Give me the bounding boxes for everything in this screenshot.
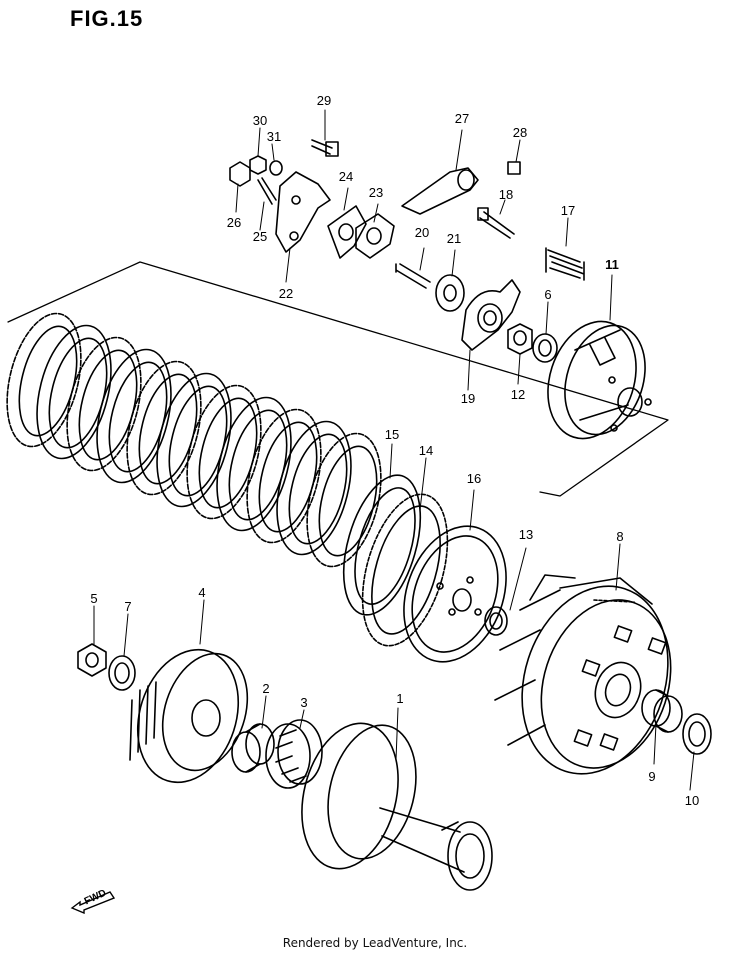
plate-pack-frame	[8, 262, 668, 496]
washer-6	[533, 334, 557, 362]
callout-30: 30	[252, 113, 268, 128]
pressure-plate-16	[386, 512, 524, 676]
callout-28: 28	[512, 125, 528, 140]
clutch-housing-8	[495, 567, 692, 793]
gasket-24	[328, 206, 366, 258]
screw-28	[508, 162, 520, 174]
leader-lines	[94, 110, 694, 790]
callout-21: 21	[446, 231, 462, 246]
washer-7	[109, 656, 135, 690]
callout-3: 3	[300, 695, 308, 710]
driven-plate-15	[329, 466, 434, 623]
callout-17: 17	[560, 203, 576, 218]
steel-plate	[265, 414, 364, 562]
bolt-18	[478, 208, 514, 238]
callout-11: 11	[605, 257, 619, 272]
callout-1: 1	[396, 691, 404, 706]
callout-15: 15	[384, 427, 400, 442]
fwd-arrow-icon	[70, 888, 116, 914]
lifter-plate-19	[462, 280, 520, 350]
callout-24: 24	[338, 169, 354, 184]
thrust-washer-10	[683, 714, 711, 754]
callout-8: 8	[616, 529, 624, 544]
callout-16: 16	[466, 471, 482, 486]
callout-18: 18	[498, 187, 514, 202]
release-rod-20	[396, 264, 430, 288]
figure-title: FIG.15	[70, 6, 144, 31]
render-credit: Rendered by LeadVenture, Inc.	[282, 936, 468, 950]
callout-5: 5	[90, 591, 98, 606]
callout-14: 14	[418, 443, 434, 458]
spacer-2	[232, 724, 274, 772]
callout-27: 27	[454, 111, 470, 126]
bolt-29	[312, 140, 338, 156]
callout-19: 19	[460, 391, 476, 406]
callout-6: 6	[544, 287, 552, 302]
callout-31: 31	[266, 129, 282, 144]
callout-10: 10	[684, 793, 700, 808]
release-arm-27	[402, 168, 478, 214]
callout-23: 23	[368, 185, 384, 200]
bearing-21	[436, 275, 464, 311]
needle-bearing-3	[266, 720, 322, 788]
callout-7: 7	[124, 599, 132, 614]
drive-plate-14	[347, 485, 463, 656]
callout-25: 25	[252, 229, 268, 244]
callout-12: 12	[510, 387, 526, 402]
bracket-22	[276, 172, 330, 252]
release-cam-23	[356, 214, 394, 258]
primary-driven-gear-1	[287, 713, 492, 890]
clutch-sleeve-hub-11	[534, 310, 659, 450]
callout-13: 13	[518, 527, 534, 542]
callout-26: 26	[226, 215, 242, 230]
callout-22: 22	[278, 286, 294, 301]
callout-9: 9	[648, 769, 656, 784]
washer-31	[270, 161, 282, 175]
clutch-disc-stack	[0, 306, 393, 574]
callout-2: 2	[262, 681, 270, 696]
callout-20: 20	[414, 225, 430, 240]
nut-12	[508, 324, 532, 354]
nut-30	[250, 156, 266, 174]
washer-13	[485, 607, 507, 635]
clutch-gear-4	[121, 636, 261, 795]
nut-5	[78, 644, 106, 676]
stud-25	[258, 178, 276, 204]
spring-17	[546, 248, 584, 280]
nut-26	[230, 162, 250, 186]
callout-29: 29	[316, 93, 332, 108]
callout-4: 4	[198, 585, 206, 600]
